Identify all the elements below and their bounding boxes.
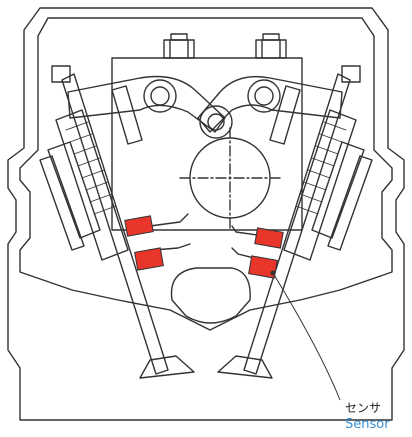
- combustion-bowl: [170, 267, 251, 324]
- bolt-left: [163, 33, 195, 59]
- outer-housing: [7, 7, 405, 421]
- leader-line: [272, 272, 341, 401]
- spring-right: [295, 121, 347, 215]
- sensor-left-top: [124, 215, 154, 237]
- inner-cavity: [19, 17, 393, 331]
- sensor-left-bottom: [134, 247, 164, 271]
- sensor-cable-right-top: [231, 225, 265, 237]
- sensor-label-japanese: センサ: [345, 401, 382, 415]
- center-block: [111, 57, 303, 231]
- valve-left: [39, 65, 195, 379]
- rocker-arm-left: [67, 75, 226, 133]
- rocker-arm-right: [197, 75, 343, 133]
- sensor-right-bottom: [248, 255, 278, 279]
- valve-right: [217, 65, 373, 379]
- rocker-shaft: [199, 105, 233, 139]
- rocker-pivot-left: [143, 79, 177, 113]
- sensor-label-english: Sensor: [345, 417, 390, 432]
- sensor-cable-left-top: [149, 213, 189, 227]
- sensor-cable-left-bottom: [153, 243, 191, 251]
- spring-left: [65, 121, 117, 215]
- sensor-right-top: [254, 227, 284, 249]
- rocker-pivot-right: [247, 79, 281, 113]
- bolt-right: [255, 33, 287, 59]
